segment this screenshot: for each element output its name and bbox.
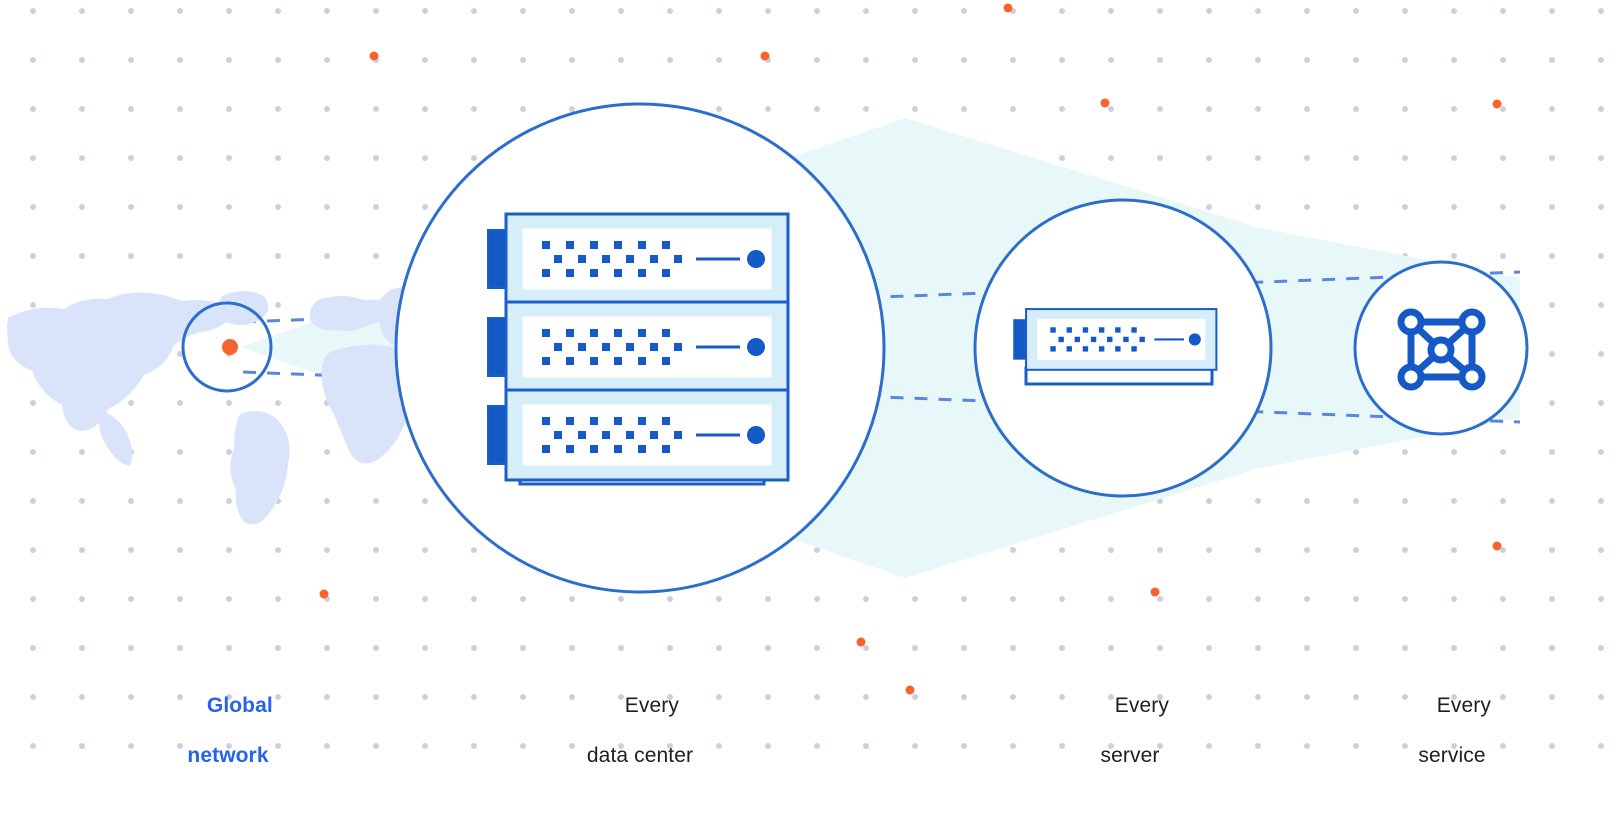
accent-dot [1150, 587, 1160, 597]
map-location-marker [222, 339, 238, 355]
accent-dot [1003, 3, 1013, 13]
accent-dot [1492, 99, 1502, 109]
label-server: Every server [1030, 668, 1230, 818]
label-data-center-line1: Every [624, 694, 679, 717]
stage-data-center [394, 102, 886, 594]
network-mesh-nodes [1397, 308, 1486, 391]
label-service: Every service [1352, 668, 1552, 818]
orange-accent-dots [319, 3, 1502, 695]
label-service-line1: Every [1436, 694, 1491, 717]
guide-top [242, 270, 1521, 324]
rack-unit-3 [486, 388, 790, 482]
mesh-node-bottom-right [1458, 363, 1486, 391]
stage-server [973, 198, 1273, 498]
mesh-node-top-right [1458, 308, 1486, 336]
accent-dot [905, 685, 915, 695]
guide-bottom [242, 370, 1521, 424]
rack-unit-2 [486, 300, 790, 394]
label-global-network-line2: network [187, 744, 269, 767]
map-highlight-circle [181, 301, 273, 393]
dashed-guides [242, 270, 1521, 424]
stage-service [1353, 260, 1529, 436]
accent-dot [1100, 98, 1110, 108]
label-server-line2: server [1100, 744, 1160, 767]
single-server [1012, 308, 1218, 386]
label-global-network: Global network [128, 668, 328, 818]
diagram-canvas: Global network Every data center Every s… [0, 0, 1620, 782]
label-global-network-line1: Global [206, 694, 273, 717]
label-data-center-line2: data center [586, 744, 694, 767]
accent-dot [1492, 541, 1502, 551]
mesh-node-bottom-left [1397, 363, 1425, 391]
diagram-svg [0, 0, 1620, 782]
rack-unit-1 [486, 212, 790, 306]
mesh-node-top-left [1397, 308, 1425, 336]
mesh-node-center [1427, 336, 1455, 364]
label-server-line1: Every [1114, 694, 1169, 717]
accent-dot [856, 637, 866, 647]
accent-dot [319, 589, 329, 599]
label-data-center: Every data center [540, 668, 740, 818]
server-rack [486, 212, 790, 486]
accent-dot [760, 51, 770, 61]
label-service-line2: service [1418, 744, 1486, 767]
accent-dot [369, 51, 379, 61]
